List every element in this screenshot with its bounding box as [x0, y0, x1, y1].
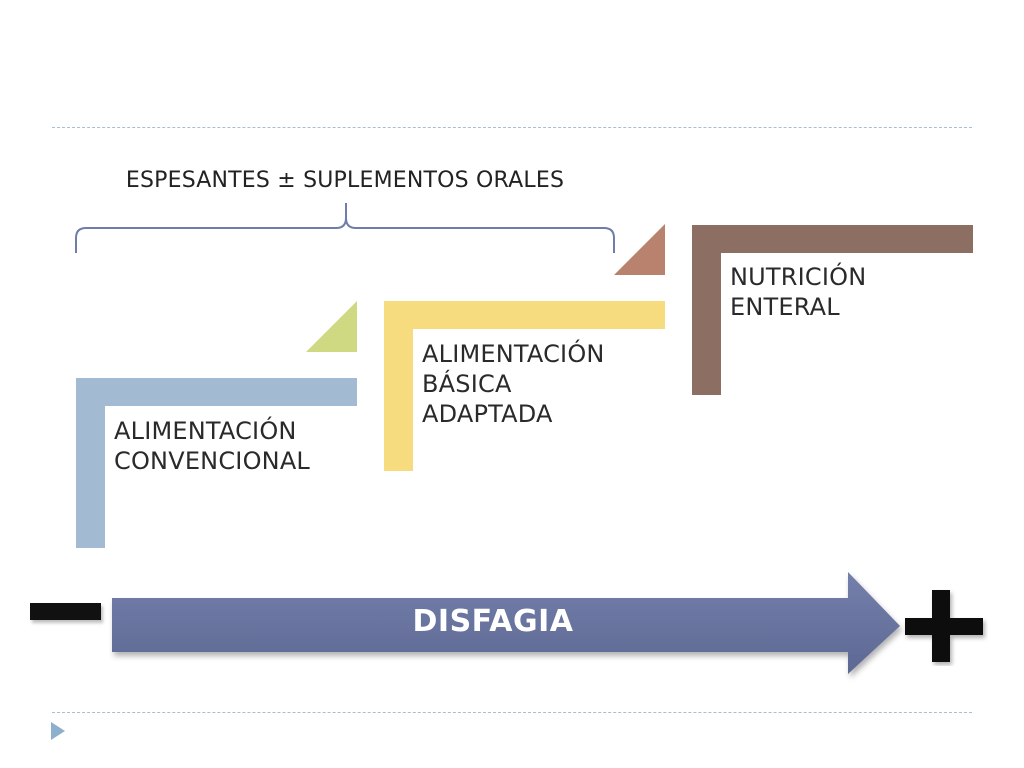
bottom-dashed-divider: [52, 712, 972, 713]
plus-icon: [905, 590, 983, 662]
step-3-line-2: ENTERAL: [730, 293, 840, 321]
step-1-side-bar: [76, 378, 105, 548]
curly-brace: [75, 203, 615, 253]
step-1-line-2: CONVENCIONAL: [114, 447, 311, 475]
step-2-line-2: BÁSICA: [422, 370, 512, 398]
minus-icon: [30, 603, 101, 620]
step-2-corner-triangle: [614, 224, 665, 275]
brace-label: ESPESANTES ± SUPLEMENTOS ORALES: [125, 168, 565, 193]
disfagia-arrow: [112, 572, 900, 674]
step-1-label: ALIMENTACIÓN CONVENCIONAL: [114, 416, 310, 476]
step-3-line-1: NUTRICIÓN: [730, 263, 867, 291]
play-triangle-icon[interactable]: [51, 722, 65, 740]
step-1-line-1: ALIMENTACIÓN: [114, 417, 297, 445]
step-3-label: NUTRICIÓN ENTERAL: [730, 262, 866, 322]
step-2-label: ALIMENTACIÓN BÁSICA ADAPTADA: [422, 339, 605, 429]
step-2-line-1: ALIMENTACIÓN: [422, 340, 605, 368]
step-2-line-3: ADAPTADA: [422, 400, 553, 428]
step-1-top-bar: [76, 378, 357, 406]
step-2-side-bar: [384, 301, 413, 471]
step-3-top-bar: [692, 225, 973, 253]
step-1-corner-triangle: [306, 301, 357, 352]
step-2-top-bar: [384, 301, 665, 329]
step-3-side-bar: [692, 225, 721, 395]
top-dashed-divider: [52, 127, 972, 128]
arrow-label: DISFAGIA: [412, 604, 574, 639]
